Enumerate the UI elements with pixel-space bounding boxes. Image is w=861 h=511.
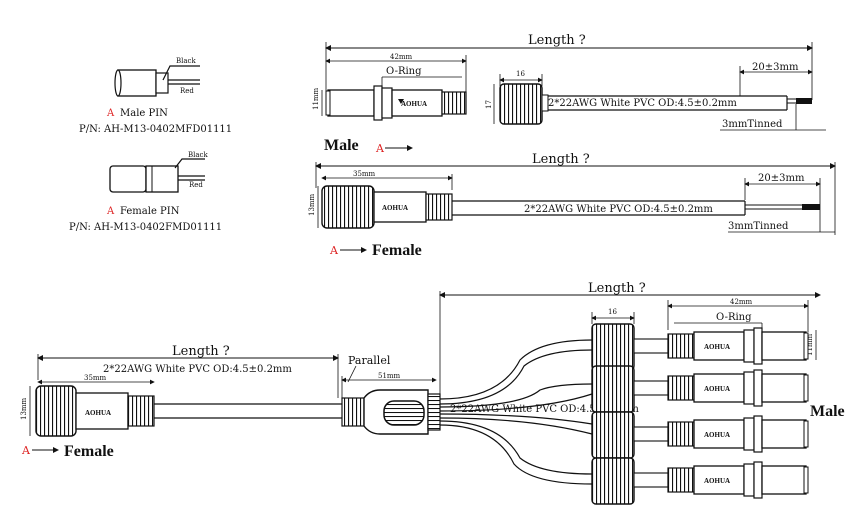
connector-1-logo: AOHUA bbox=[704, 343, 730, 351]
male-logo: AOHUA bbox=[401, 100, 427, 108]
male-locking-nut bbox=[499, 83, 543, 125]
male-pin-marker: A bbox=[106, 108, 115, 119]
female-dim-35: 35mm bbox=[353, 170, 376, 178]
female-cable-drawing: Length ? 35mm 13mm AOHUA 2*22AWG White P… bbox=[308, 152, 836, 259]
male-tinned-label: 3mmTinned bbox=[722, 119, 783, 130]
female-pin-body bbox=[109, 165, 147, 193]
male-length-label: Length ? bbox=[528, 33, 586, 48]
splitter-male-title: Male bbox=[810, 403, 845, 420]
splitter-male-connector-4: AOHUA bbox=[591, 457, 809, 505]
female-cable-spec: 2*22AWG White PVC OD:4.5±0.2mm bbox=[524, 204, 713, 215]
splitter-dim-16: 16 bbox=[608, 308, 617, 316]
splitter-label-pad bbox=[383, 400, 425, 426]
splitter-female-marker: A bbox=[21, 444, 31, 457]
male-dim-11: 11mm bbox=[312, 87, 320, 110]
legend-male-pin: Black Red A Male PIN P/N: AH-M13-0402MFD… bbox=[79, 57, 232, 135]
male-oring-label: O-Ring bbox=[386, 66, 422, 77]
female-cable-title: Female bbox=[372, 242, 422, 259]
female-cable-marker: A bbox=[329, 244, 339, 257]
splitter-female-nut bbox=[35, 385, 77, 437]
male-pin-body bbox=[117, 69, 157, 97]
male-dim-16: 16 bbox=[516, 70, 525, 78]
male-wire-black-label: Black bbox=[176, 57, 196, 65]
female-locking-nut bbox=[321, 185, 375, 229]
splitter-male-connector-2: AOHUA bbox=[591, 365, 809, 413]
male-wire-red-label: Red bbox=[180, 87, 194, 95]
splitter-parallel-label: Parallel bbox=[348, 354, 391, 367]
female-dim-13: 13mm bbox=[308, 193, 316, 216]
connector-4-logo: AOHUA bbox=[704, 477, 730, 485]
male-cable-title: Male bbox=[324, 137, 359, 154]
aohua-logo-icon bbox=[398, 99, 404, 104]
female-pin-title: Female PIN bbox=[120, 206, 180, 217]
female-pin-part-number: P/N: AH-M13-0402FMD01111 bbox=[69, 222, 222, 233]
female-pin-marker: A bbox=[106, 206, 115, 217]
splitter-male-connector-3: AOHUA bbox=[591, 411, 809, 459]
splitter-dim-13: 13mm bbox=[20, 397, 28, 420]
splitter-oring-label: O-Ring bbox=[716, 312, 752, 323]
splitter-male-connector-1: AOHUA bbox=[591, 323, 809, 371]
female-wire-red-label: Red bbox=[189, 181, 203, 189]
male-pin-title: Male PIN bbox=[120, 108, 168, 119]
splitter-mid-spec: 2*22AWG White PVC OD:4.5±0.2mm bbox=[450, 404, 639, 415]
splitter-left-spec: 2*22AWG White PVC OD:4.5±0.2mm bbox=[103, 364, 292, 375]
splitter-female-logo: AOHUA bbox=[85, 409, 111, 417]
male-pin-part-number: P/N: AH-M13-0402MFD01111 bbox=[79, 124, 232, 135]
male-cable-marker: A bbox=[375, 142, 385, 155]
connector-3-logo: AOHUA bbox=[704, 431, 730, 439]
splitter-right-length: Length ? bbox=[588, 281, 646, 296]
splitter-dim-42: 42mm bbox=[730, 298, 753, 306]
male-cable-drawing: Length ? 42mm O-Ring 11mm AOHUA 16 17 2*… bbox=[312, 33, 826, 155]
splitter-left-length: Length ? bbox=[172, 344, 230, 359]
male-dim-17: 17 bbox=[485, 100, 493, 109]
female-logo: AOHUA bbox=[382, 204, 408, 212]
female-wire-black-label: Black bbox=[188, 151, 208, 159]
splitter-drawing: Length ? 2*22AWG White PVC OD:4.5±0.2mm … bbox=[20, 281, 845, 505]
connector-2-logo: AOHUA bbox=[704, 385, 730, 393]
female-length-label: Length ? bbox=[532, 152, 590, 167]
legend-female-pin: Black Red A Female PIN P/N: AH-M13-0402F… bbox=[69, 151, 222, 233]
splitter-dim-11: 11mm bbox=[806, 333, 814, 356]
splitter-female-title: Female bbox=[64, 443, 114, 460]
male-strip-length: 20±3mm bbox=[752, 62, 799, 73]
male-dim-42: 42mm bbox=[390, 53, 413, 61]
splitter-dim-35: 35mm bbox=[84, 374, 107, 382]
male-cable-spec: 2*22AWG White PVC OD:4.5±0.2mm bbox=[548, 98, 737, 109]
splitter-dim-51: 51mm bbox=[378, 372, 401, 380]
female-strip-length: 20±3mm bbox=[758, 173, 805, 184]
female-tinned-label: 3mmTinned bbox=[728, 221, 789, 232]
